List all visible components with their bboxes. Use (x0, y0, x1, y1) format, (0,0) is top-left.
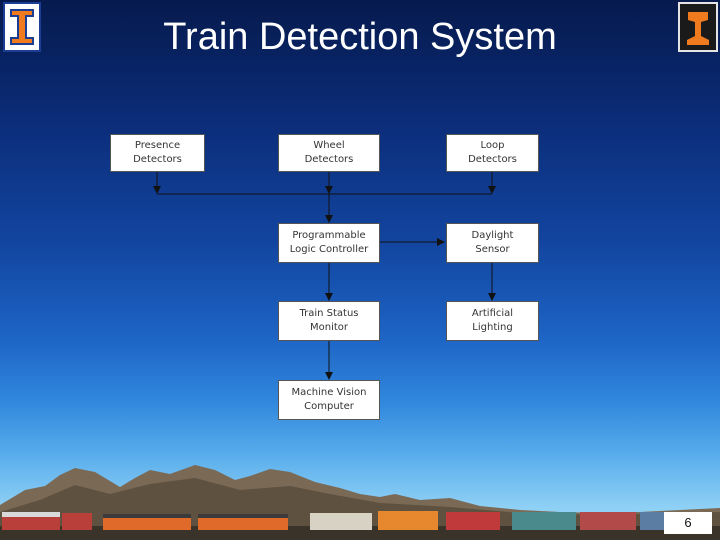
container-car-2 (378, 511, 438, 530)
locomotive-2 (62, 513, 92, 530)
freight-train (2, 511, 664, 530)
rail-cross-section-icon (678, 2, 718, 52)
wheel-detectors-box: Wheel Detectors (278, 134, 380, 172)
container-car-1 (310, 513, 372, 530)
illinois-block-i-icon (3, 2, 41, 52)
illinois-block-i-icon-graphic (10, 9, 34, 45)
container-car-4 (512, 512, 576, 530)
daylight-sensor-box: Daylight Sensor (446, 223, 539, 263)
slide-title: Train Detection System (163, 16, 557, 58)
train-status-monitor-box: Train Status Monitor (278, 301, 380, 341)
rail-cross-section-icon-graphic (687, 12, 709, 45)
container-car-5 (580, 512, 636, 530)
machine-vision-computer-box: Machine Vision Computer (278, 380, 380, 420)
page-number: 6 (664, 512, 712, 534)
train-landscape-decoration (0, 465, 720, 540)
plc-box: Programmable Logic Controller (278, 223, 380, 263)
loop-detectors-box: Loop Detectors (446, 134, 539, 172)
container-car-6 (640, 512, 664, 530)
presence-detectors-box: Presence Detectors (110, 134, 205, 172)
container-car-3 (446, 512, 500, 530)
artificial-lighting-box: Artificial Lighting (446, 301, 539, 341)
